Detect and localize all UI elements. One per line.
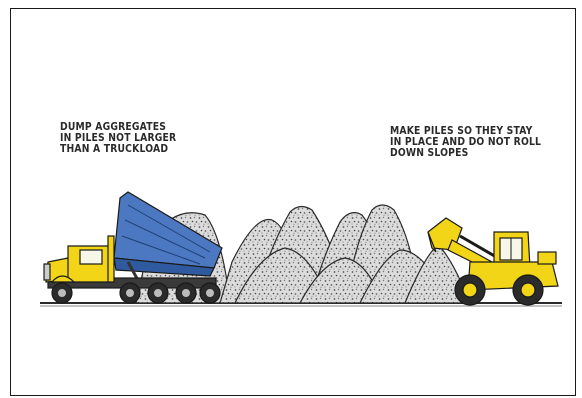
dump-truck-icon <box>44 192 222 303</box>
annotation-line: DOWN SLOPES <box>390 148 541 159</box>
annotation-make-piles: MAKE PILES SO THEY STAY IN PLACE AND DO … <box>390 126 541 159</box>
annotation-dump-aggregates: DUMP AGGREGATES IN PILES NOT LARGER THAN… <box>60 122 176 155</box>
annotation-line: THAN A TRUCKLOAD <box>60 144 176 155</box>
